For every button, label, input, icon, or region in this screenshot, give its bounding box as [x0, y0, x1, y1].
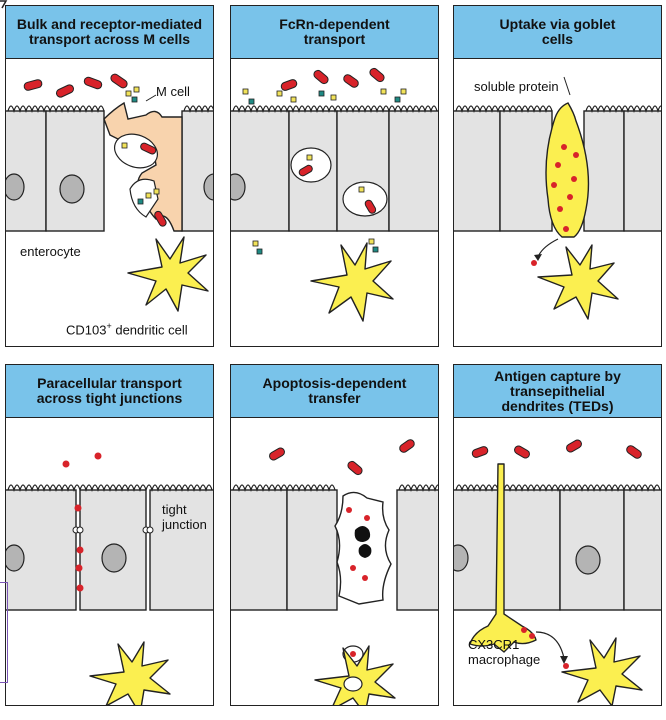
enterocyte-layer — [231, 489, 438, 611]
panel-m-cell-transport: Bulk and receptor-mediated transport acr… — [5, 5, 214, 347]
enterocyte-label: enterocyte — [20, 244, 81, 259]
nucleus — [203, 173, 213, 201]
corner-fragment — [0, 0, 8, 9]
vesicle — [129, 178, 159, 218]
panel-title-line: Antigen capture by — [494, 367, 621, 384]
nucleus — [454, 544, 469, 572]
protein-particles — [531, 144, 579, 266]
enterocyte-layer — [231, 110, 438, 232]
tight-junction-label-line2: junction — [162, 517, 207, 532]
m-cell-label: M cell — [156, 84, 190, 99]
panel-title: Antigen capture by transepithelial dendr… — [454, 365, 661, 418]
bacteria — [23, 73, 167, 227]
microvilli — [232, 484, 336, 493]
panel-title: Paracellular transport across tight junc… — [6, 365, 213, 418]
panel-title: FcRn-dependent transport — [231, 6, 438, 59]
dendritic-cell — [89, 641, 171, 705]
bacteria — [269, 439, 415, 476]
protein-particles — [521, 627, 569, 669]
panel-fcrn-transport: FcRn-dependent transport — [230, 5, 439, 347]
nucleus — [231, 173, 246, 201]
nucleus — [59, 174, 85, 204]
enterocyte-layer — [454, 489, 661, 611]
paracellular-diagram — [6, 452, 213, 705]
macrophage-label: CX3CR1 macrophage — [468, 637, 540, 667]
dendritic-cell-label-main: CD103 — [66, 322, 107, 338]
dendritic-cell — [537, 244, 619, 320]
panel-title-line: across tight junctions — [36, 390, 183, 406]
tight-junction-label: tight junction — [162, 502, 207, 532]
panel-title-line: Uptake via goblet — [499, 16, 616, 32]
engulfed-fragment — [343, 676, 363, 692]
transepithelial-dendrite — [469, 463, 537, 653]
m-cell-diagram — [6, 73, 213, 312]
dendritic-cell-label: CD103+ dendritic cell — [66, 319, 188, 337]
enterocyte-layer — [454, 110, 661, 232]
nucleus — [6, 544, 25, 572]
apoptotic-body — [354, 526, 371, 542]
panel-title-line: transepithelial — [510, 382, 605, 399]
microvilli — [183, 105, 213, 114]
panel-goblet-uptake: Uptake via goblet cells soluble protein — [453, 5, 662, 347]
arrow-head — [560, 656, 568, 664]
panel-title-line: Apoptosis-dependent — [262, 375, 407, 391]
panel-title: Bulk and receptor-mediated transport acr… — [6, 6, 213, 59]
vesicle — [342, 181, 388, 217]
panel-title: Uptake via goblet cells — [454, 6, 661, 59]
panel-apoptosis-transfer: Apoptosis-dependent transfer — [230, 364, 439, 706]
goblet-cell — [545, 102, 590, 238]
panel-title-line: FcRn-dependent — [279, 16, 390, 32]
nucleus — [575, 545, 601, 575]
microvilli — [232, 105, 438, 114]
dendritic-cell-label-rest: dendritic cell — [111, 322, 188, 338]
vesicle — [114, 133, 158, 169]
soluble-protein-pointer — [563, 76, 571, 96]
antibodies — [242, 88, 407, 255]
transfer-arrow — [535, 631, 565, 659]
panel-title-line: Bulk and receptor-mediated — [16, 16, 203, 32]
goblet-diagram — [454, 76, 661, 320]
nucleus — [101, 543, 127, 573]
vesicle — [290, 147, 332, 183]
panel-title-line: transport — [303, 31, 366, 47]
microvilli — [455, 105, 553, 114]
apoptotic-body — [358, 544, 372, 558]
macrophage-label-line1: CX3CR1 — [468, 637, 520, 652]
tight-junction-marks — [72, 526, 154, 534]
tight-junction-label-line1: tight — [162, 502, 187, 517]
macrophage-label-line2: macrophage — [468, 652, 541, 667]
dendritic-cell — [561, 637, 643, 705]
nucleus — [6, 173, 25, 201]
dendritic-cell — [127, 236, 209, 312]
enterocyte-layer — [6, 489, 213, 611]
panel-title-line: dendrites (TEDs) — [501, 397, 614, 414]
panel-title-line: cells — [541, 31, 574, 47]
antibodies — [121, 86, 160, 205]
microvilli — [7, 105, 105, 114]
dendritic-cell — [310, 242, 394, 322]
dendritic-cell — [314, 645, 396, 705]
side-frame — [0, 582, 8, 683]
panel-paracellular-transport: Paracellular transport across tight junc… — [5, 364, 214, 706]
panel-title: Apoptosis-dependent transfer — [231, 365, 438, 418]
panel-ted-capture: Antigen capture by transepithelial dendr… — [453, 364, 662, 706]
ted-diagram — [454, 439, 661, 705]
bacteria — [471, 439, 642, 459]
soluble-protein-label: soluble protein — [474, 79, 559, 94]
apoptosis-diagram — [231, 439, 438, 705]
microvilli — [7, 484, 213, 493]
panel-title-line: Paracellular transport — [37, 375, 182, 391]
bacteria — [280, 67, 385, 214]
fcrn-diagram — [231, 67, 438, 322]
arrow-head — [534, 254, 542, 261]
dendritic-cell-label-sup: + — [106, 321, 112, 331]
panel-title-line: transfer — [308, 390, 361, 406]
microvilli — [398, 484, 438, 493]
microvilli — [455, 484, 661, 493]
microvilli — [585, 105, 661, 114]
panel-title-line: transport across M cells — [28, 31, 191, 47]
m-cell-pointer — [145, 94, 157, 102]
